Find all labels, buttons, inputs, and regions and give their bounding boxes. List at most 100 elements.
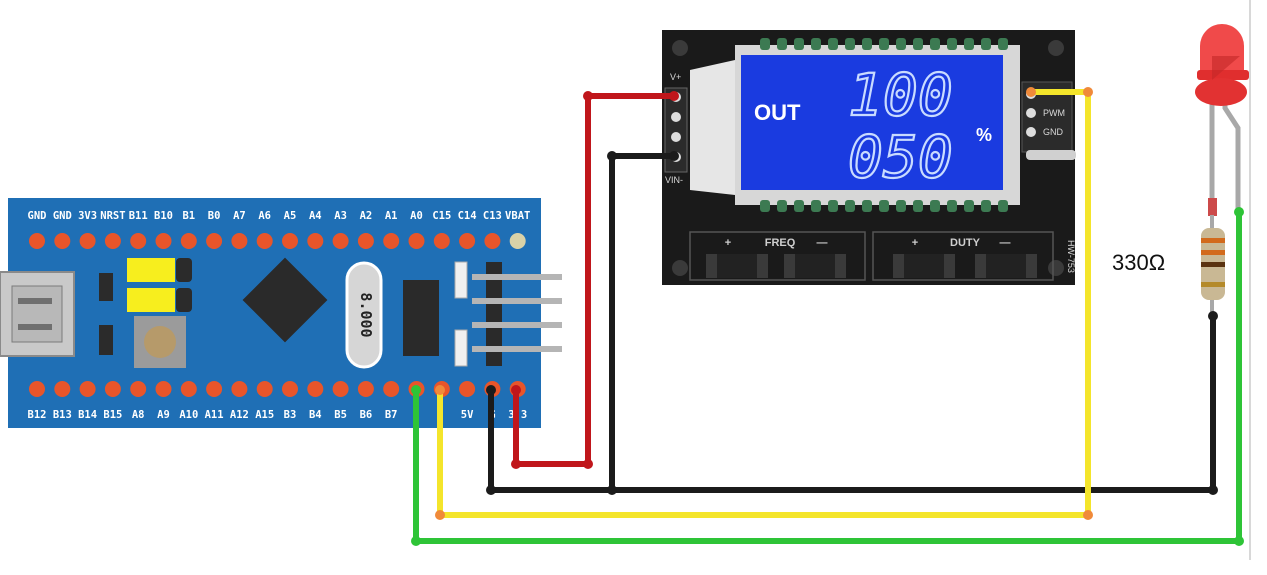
lcd-backlight-edge	[690, 60, 735, 195]
regulator	[403, 280, 439, 356]
lcd-pad	[930, 200, 940, 212]
bottom-pin-label: A15	[255, 409, 274, 421]
lcd-pad	[981, 200, 991, 212]
reset-button	[134, 316, 186, 368]
bottom-pin-label: B7	[385, 409, 398, 421]
bottom-pin-label: A11	[205, 409, 224, 421]
smd-component	[99, 325, 113, 355]
lcd-pad	[964, 38, 974, 50]
lcd-pad	[828, 38, 838, 50]
top-pin-label: C14	[458, 210, 477, 222]
wire-junction	[1208, 485, 1218, 495]
wire-junction	[583, 91, 593, 101]
bottom-pin-label: B14	[78, 409, 97, 421]
lcd-pad	[811, 200, 821, 212]
lcd-pad	[879, 200, 889, 212]
lcd-pad	[777, 200, 787, 212]
lcd-pad	[947, 200, 957, 212]
duty-minus-label: —	[1000, 237, 1011, 249]
swd-header	[472, 262, 562, 366]
top-pin	[307, 233, 324, 249]
lcd-pad	[896, 38, 906, 50]
top-pin-label: A3	[334, 210, 347, 222]
top-pin-label: 3V3	[78, 210, 97, 222]
top-pin-label: B0	[208, 210, 221, 222]
wire-junction	[1083, 87, 1093, 97]
resistor: 330Ω	[1112, 215, 1225, 320]
top-pin-label: B11	[129, 210, 148, 222]
bottom-pin-label: A12	[230, 409, 249, 421]
top-pin-label: NRST	[100, 210, 125, 222]
lcd-duty: 050	[848, 123, 953, 191]
bottom-pin-label: A8	[132, 409, 145, 421]
wire-junction	[511, 459, 521, 469]
black-wire	[488, 316, 1216, 493]
bottom-pin	[130, 381, 147, 397]
board-led	[454, 261, 468, 299]
pin-label-gnd: GND	[1043, 127, 1064, 137]
bottom-pin-label: B6	[360, 409, 373, 421]
top-pin	[256, 233, 273, 249]
top-pin-label: A6	[258, 210, 271, 222]
lcd-screen	[741, 55, 1003, 190]
bottom-pin-label: B13	[53, 409, 72, 421]
pin-label-vin-minus: VIN-	[665, 175, 683, 185]
bottom-pin	[180, 381, 197, 397]
top-pin-label: A4	[309, 210, 322, 222]
bottom-pin-label: 5V	[461, 409, 474, 421]
top-pin-row	[29, 233, 526, 249]
top-pin	[180, 233, 197, 249]
top-pin-label: B1	[182, 210, 195, 222]
lcd-pad	[862, 200, 872, 212]
pin-label-pwm: PWM	[1043, 108, 1065, 118]
wire-junction	[435, 385, 445, 395]
module-model: HW-753	[1066, 240, 1076, 273]
pin-label-vplus: V+	[670, 72, 681, 82]
wire-junction	[607, 485, 617, 495]
wire-junction	[435, 510, 445, 520]
wire-junctions	[411, 87, 1244, 546]
top-pin-label: A2	[360, 210, 373, 222]
top-pin-label: A0	[410, 210, 423, 222]
freq-label: FREQ	[765, 237, 796, 249]
lcd-pad	[794, 200, 804, 212]
wire-junction	[486, 485, 496, 495]
lcd-pad	[998, 38, 1008, 50]
lcd-pad	[913, 38, 923, 50]
crystal-label: 8.000	[357, 292, 375, 337]
bottom-pin	[206, 381, 223, 397]
lcd-pad	[879, 38, 889, 50]
bottom-pin-label: A10	[179, 409, 198, 421]
bottom-pin-label: B15	[103, 409, 122, 421]
top-pin-label: GND	[53, 210, 72, 222]
lcd-out-label: OUT	[754, 100, 801, 125]
wire-junction	[607, 151, 617, 161]
bottom-pin	[231, 381, 248, 397]
bottom-pin	[256, 381, 273, 397]
top-pin	[408, 233, 425, 249]
lcd-pad	[998, 200, 1008, 212]
mcu-chip	[242, 257, 328, 343]
lcd-pad	[811, 38, 821, 50]
lcd-pad	[930, 38, 940, 50]
wire-junction	[583, 459, 593, 469]
lcd-percent: %	[976, 125, 992, 145]
wire-junction	[486, 385, 496, 395]
top-pin	[383, 233, 400, 249]
wire-junction	[669, 91, 679, 101]
lcd-pad	[794, 38, 804, 50]
bottom-pin	[104, 381, 121, 397]
top-pin	[79, 233, 96, 249]
wire-junction	[1208, 311, 1218, 321]
pwm-module: OUT 100 050 % V+ VIN- PWM GND HW-753	[662, 30, 1076, 285]
lcd-pad	[981, 38, 991, 50]
lcd-pad	[913, 200, 923, 212]
bottom-pin	[54, 381, 71, 397]
smd-component	[99, 273, 113, 301]
bottom-pin	[383, 381, 400, 397]
top-pin-label: VBAT	[505, 210, 530, 222]
top-pin	[130, 233, 147, 249]
wire-junction	[1083, 510, 1093, 520]
